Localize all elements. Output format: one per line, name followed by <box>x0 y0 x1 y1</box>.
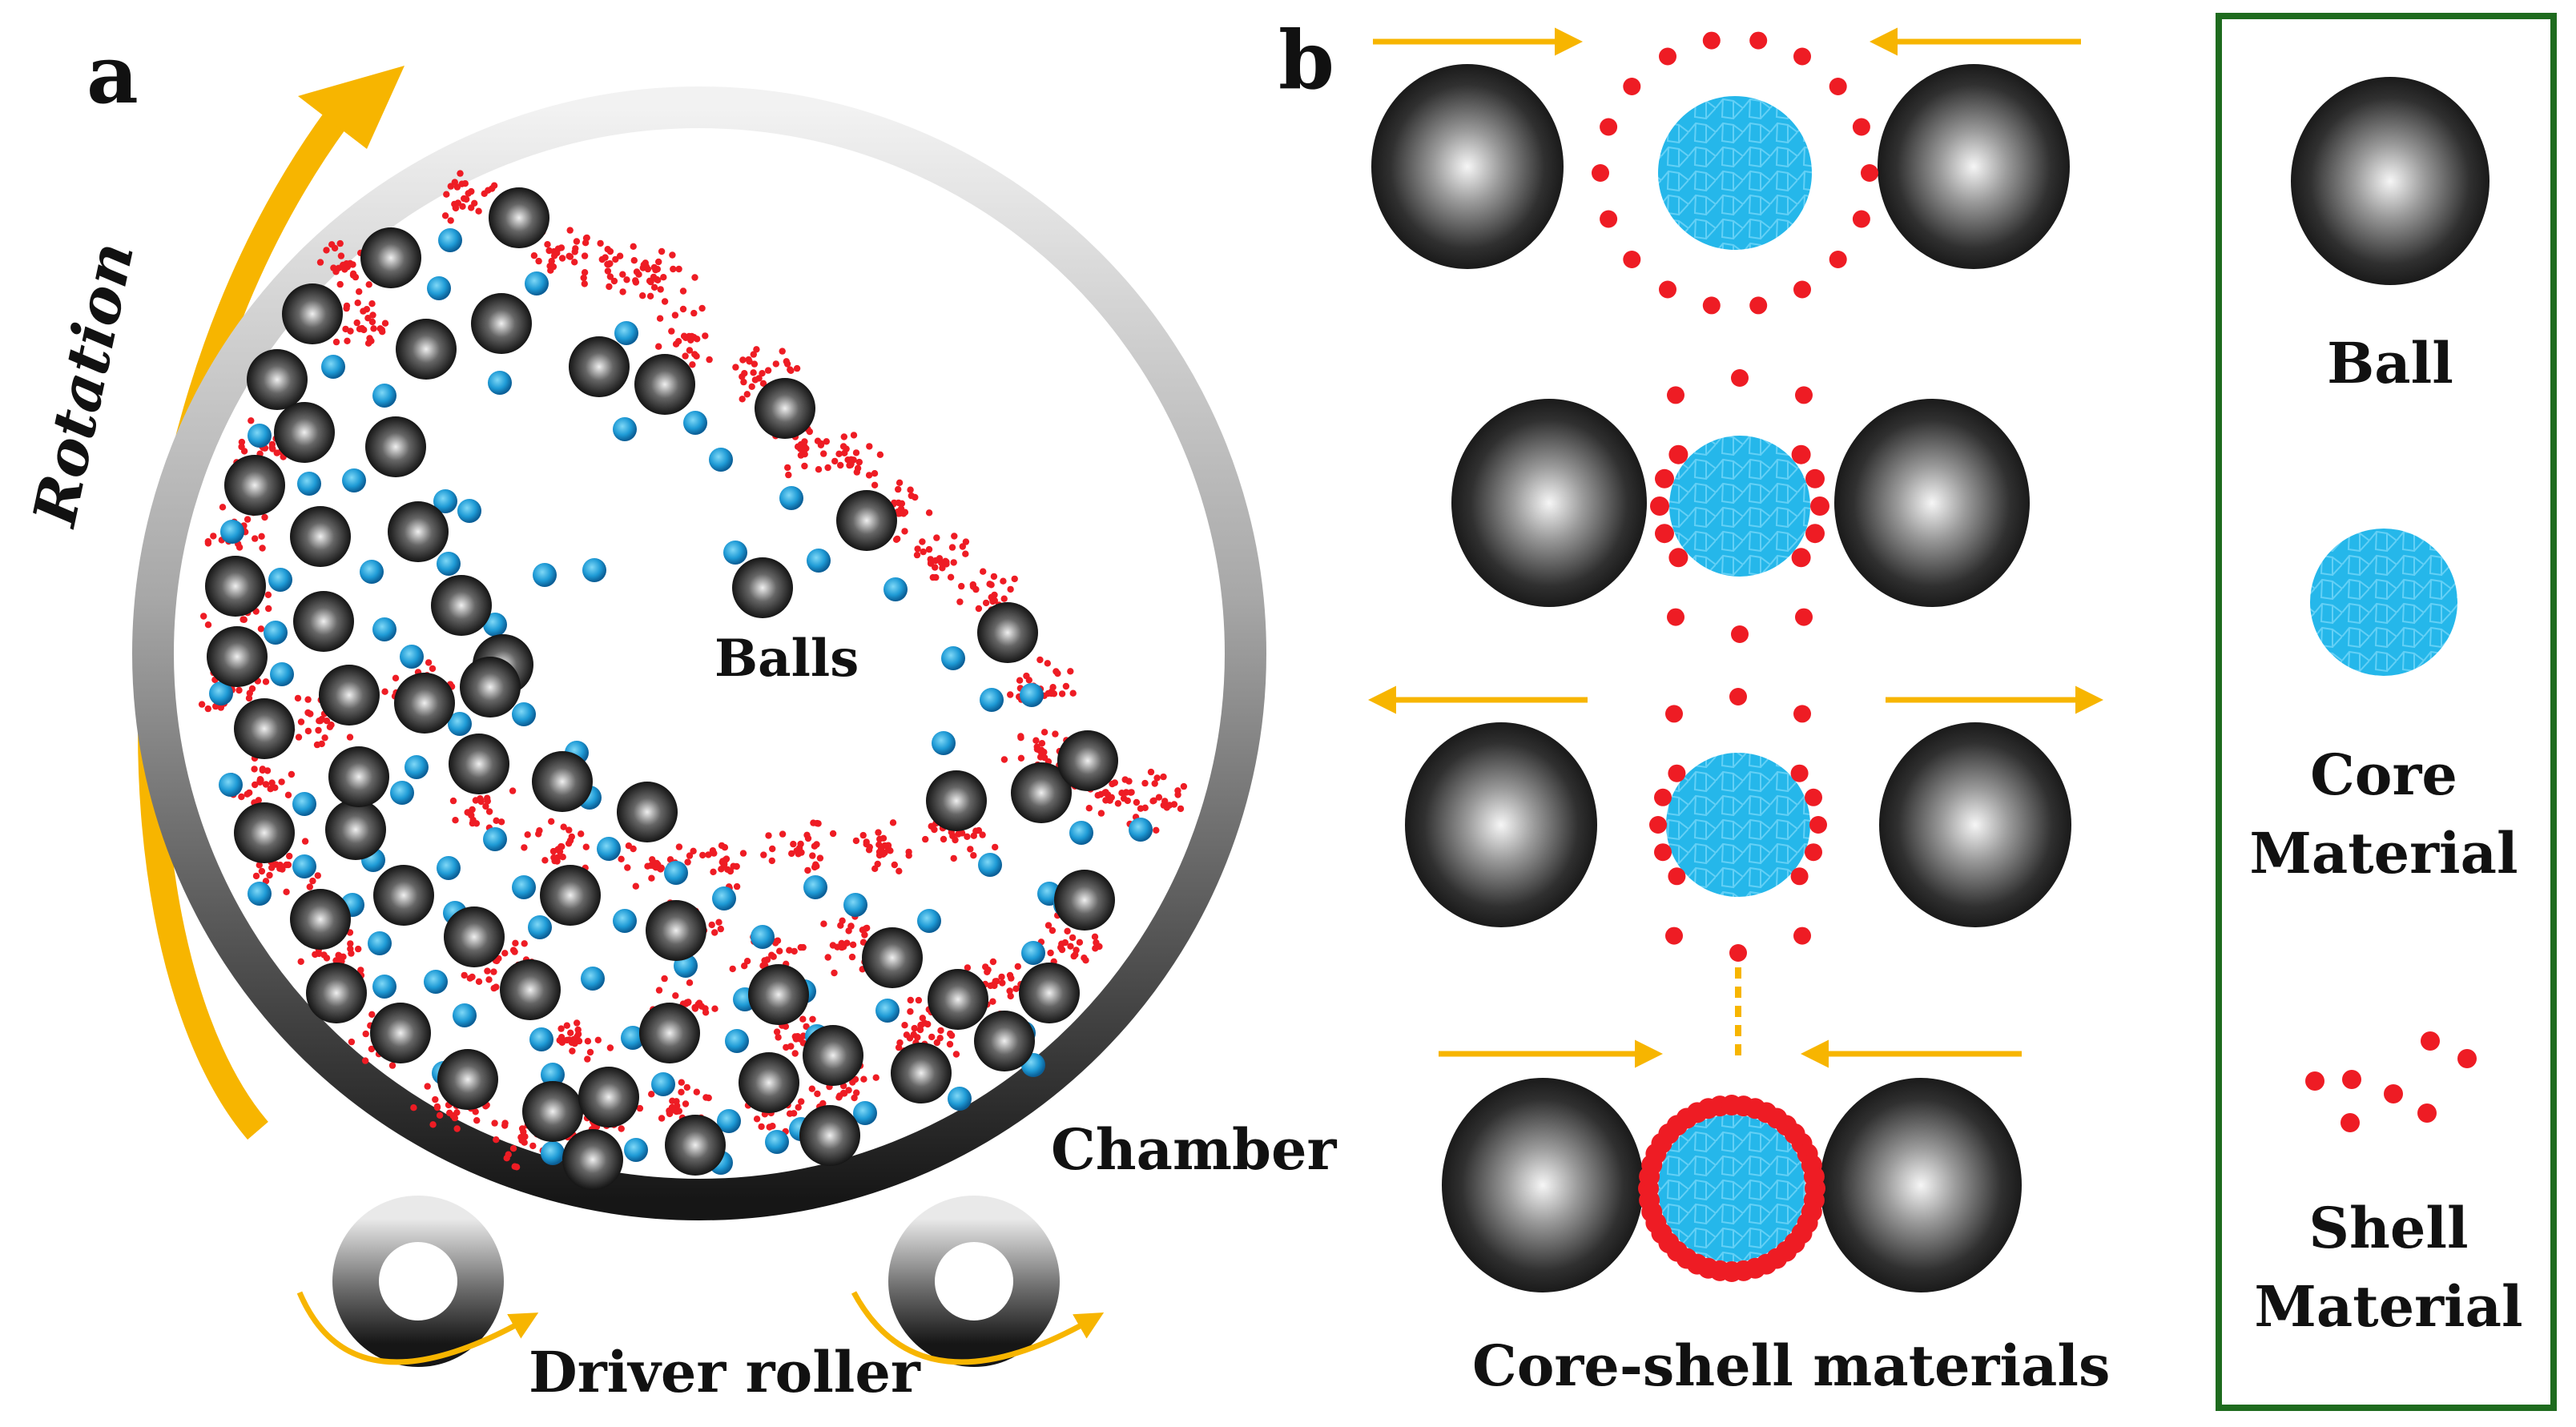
legend-core-label-2: Material <box>2249 820 2518 886</box>
panel-a-label: a <box>87 27 139 122</box>
chamber-label: Chamber <box>1051 1116 1338 1183</box>
stage-2-impact <box>1451 369 2030 643</box>
stage-4-core-shell <box>1439 1039 2022 1292</box>
legend-shell-label-1: Shell <box>2308 1195 2468 1261</box>
rotation-label: Rotation <box>20 236 147 533</box>
legend-shell-icon <box>2305 1031 2477 1132</box>
chamber-ring <box>132 86 1266 1220</box>
legend-ball-label: Ball <box>2327 330 2453 396</box>
milling-balls-cloud <box>205 187 1118 1190</box>
legend-shell-label-2: Material <box>2254 1273 2522 1340</box>
balls-label: Balls <box>714 629 859 689</box>
legend-ball-icon <box>2291 77 2489 285</box>
roller-rotation-arrow-left-icon <box>296 1291 539 1365</box>
legend-box <box>2216 13 2557 1411</box>
legend-core-icon <box>2310 529 2457 676</box>
stage-3-separation <box>1368 685 2103 962</box>
stage-1-approach <box>1371 27 2081 315</box>
driver-roller-left <box>332 1196 504 1367</box>
panel-b-label: b <box>1278 13 1334 107</box>
rotation-arrowhead-icon <box>298 66 405 149</box>
roller-rotation-arrow-right-icon <box>851 1291 1105 1365</box>
legend-core-label-1: Core <box>2310 742 2457 808</box>
driver-roller-right <box>888 1196 1060 1367</box>
driver-roller-label: Driver roller <box>529 1339 921 1405</box>
core-shell-materials-label: Core-shell materials <box>1472 1333 2110 1399</box>
